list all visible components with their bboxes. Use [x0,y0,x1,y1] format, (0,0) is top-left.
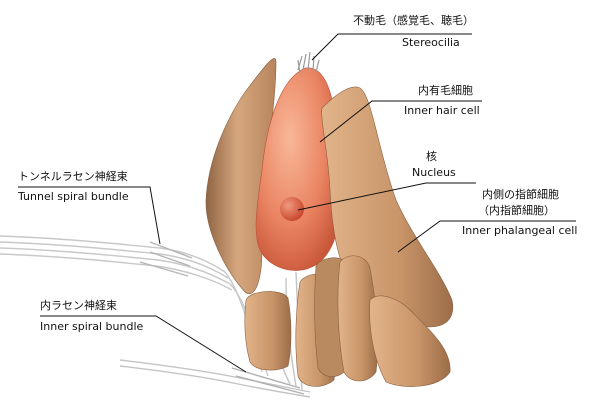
leader-inner-spiral-bundle [40,315,247,373]
leader-lines [18,33,576,373]
lower-support-cell-5 [369,295,451,387]
label-stereocilia-en: Stereocilia [402,36,460,49]
label-inner-phalangeal-cell-en: Inner phalangeal cell [462,224,578,237]
lower-support-cell-4 [337,255,378,382]
label-inner-phalangeal-cell-jp: 内側の指節細胞 [482,188,559,201]
label-nucleus-en: Nucleus [412,166,456,179]
leader-inner-hair-cell [319,100,482,143]
leader-nucleus [297,182,476,211]
label-inner-phalangeal-cell-jp2: （内指節細胞） [478,204,555,217]
label-inner-hair-cell-jp: 内有毛細胞 [418,84,473,97]
label-tunnel-spiral-bundle-en: Tunnel spiral bundle [18,190,129,203]
label-stereocilia-jp: 不動毛（感覚毛、聴毛） [353,14,474,27]
nucleus-shape [280,197,304,221]
leader-inner-phalangeal-cell [397,220,576,253]
leader-tunnel-spiral-bundle [18,186,161,245]
label-inner-hair-cell-en: Inner hair cell [404,104,480,117]
leader-stereocilia [311,33,472,61]
label-inner-spiral-bundle-jp: 内ラセン神経束 [40,299,117,312]
lower-support-cell-1 [244,291,292,371]
label-tunnel-spiral-bundle-jp: トンネルラセン神経束 [18,170,128,183]
label-inner-spiral-bundle-en: Inner spiral bundle [40,320,144,333]
label-nucleus-jp: 核 [426,150,437,163]
